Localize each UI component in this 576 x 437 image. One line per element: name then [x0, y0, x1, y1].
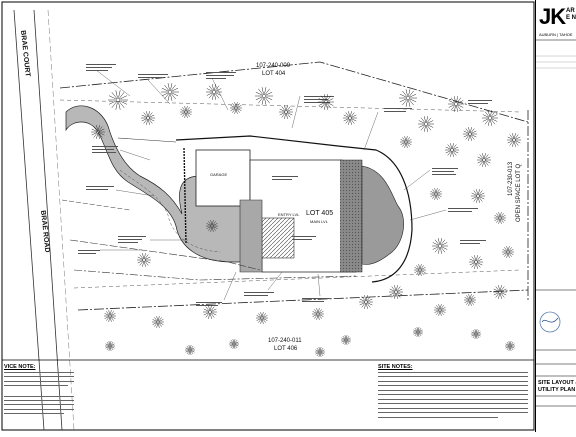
firm-office: AUBURN | TAHOE: [539, 32, 573, 37]
open-space-apn: 107-230-013: [508, 161, 514, 196]
property-line-south: [77, 289, 529, 311]
callout-text-blocks: [78, 64, 492, 306]
tree-symbol: [399, 89, 417, 107]
property-line-north: [59, 61, 529, 123]
sewer-line: [73, 269, 357, 281]
tree-symbol: [414, 264, 426, 276]
tree-symbol: [318, 94, 334, 110]
tree-symbol: [105, 341, 115, 351]
row-line: [47, 9, 75, 431]
sheet-title: SITE LAYOUT & UTILITY PLAN: [538, 380, 576, 393]
service-notes-title: VICE NOTE:: [4, 364, 36, 370]
tree-symbol: [152, 316, 164, 328]
main-lvl-label: MAIN LVL: [310, 219, 328, 224]
tree-symbol: [359, 295, 373, 309]
tree-symbol: [389, 285, 403, 299]
road-edge-east: [33, 9, 63, 431]
tree-symbol: [137, 253, 151, 267]
tree-symbol: [493, 285, 507, 299]
tree-symbol: [432, 238, 448, 254]
title-block: JK AR E N AUBURN | TAHOE SITE LAYOUT & U…: [535, 0, 576, 432]
lot-north-apn: 107-240-009: [256, 63, 291, 69]
site-notes-title: SITE NOTES:: [378, 364, 413, 370]
tree-symbol: [477, 153, 491, 167]
garage-label: GARAGE: [210, 172, 228, 177]
tree-symbol: [206, 220, 218, 232]
tree-symbol: [255, 87, 273, 105]
tree-symbol: [343, 111, 357, 125]
rear-deck: [361, 165, 404, 265]
tree-symbol: [464, 294, 476, 306]
tree-symbol: [108, 90, 128, 110]
title-block-lines: [536, 39, 576, 407]
tree-symbol: [203, 305, 217, 319]
tree-symbol: [463, 127, 477, 141]
tree-symbol: [180, 106, 192, 118]
tree-symbol: [141, 111, 155, 125]
tree-symbol: [494, 212, 506, 224]
tree-symbol: [341, 335, 351, 345]
tree-symbol: [91, 125, 105, 139]
lot-north-label: LOT 404: [262, 71, 286, 77]
tree-symbol: [507, 133, 521, 147]
tree-symbol: [161, 83, 179, 101]
lot-south-apn: 107-240-011: [268, 338, 302, 344]
entry-label: ENTRY LVL: [278, 212, 300, 217]
tree-symbol: [400, 136, 412, 148]
tree-symbol: [229, 339, 239, 349]
entry-deck: [261, 217, 295, 259]
walkway: [239, 199, 263, 273]
firm-logo-side: AR E N: [566, 8, 576, 21]
tree-symbol: [206, 84, 222, 100]
tree-symbol: [471, 329, 481, 339]
tree-symbol: [505, 341, 515, 351]
tree-symbol: [434, 304, 446, 316]
callout-leaders: [95, 69, 447, 301]
tree-symbols: [91, 83, 521, 357]
utility-line: [69, 239, 261, 271]
tree-symbol: [312, 308, 324, 320]
tree-symbol: [104, 310, 116, 322]
lot-south-label: LOT 406: [274, 346, 298, 352]
tree-symbol: [185, 345, 195, 355]
garage-footprint: [195, 149, 251, 207]
tree-symbol: [482, 110, 498, 126]
service-notes-text: [4, 372, 74, 414]
tree-symbol: [418, 116, 434, 132]
tree-symbol: [471, 189, 485, 203]
tree-symbol: [448, 96, 464, 112]
tree-symbol: [279, 105, 293, 119]
tree-symbol: [445, 143, 459, 157]
site-notes-text: [378, 372, 528, 418]
tree-symbol: [430, 188, 442, 200]
open-space-label: OPEN SPACE LOT Q: [516, 163, 522, 222]
tree-symbol: [256, 312, 268, 324]
tree-symbol: [469, 255, 483, 269]
tree-symbol: [315, 347, 325, 357]
lot-center-label: LOT 405: [306, 210, 334, 217]
firm-logo: JK: [539, 4, 566, 29]
setback-south: [73, 269, 521, 289]
tree-symbol: [413, 327, 423, 337]
drawing-border: [1, 1, 535, 431]
retaining-wall: [175, 135, 413, 283]
rear-patio: [340, 159, 363, 273]
tree-symbol: [230, 102, 242, 114]
tree-symbol: [502, 246, 514, 258]
